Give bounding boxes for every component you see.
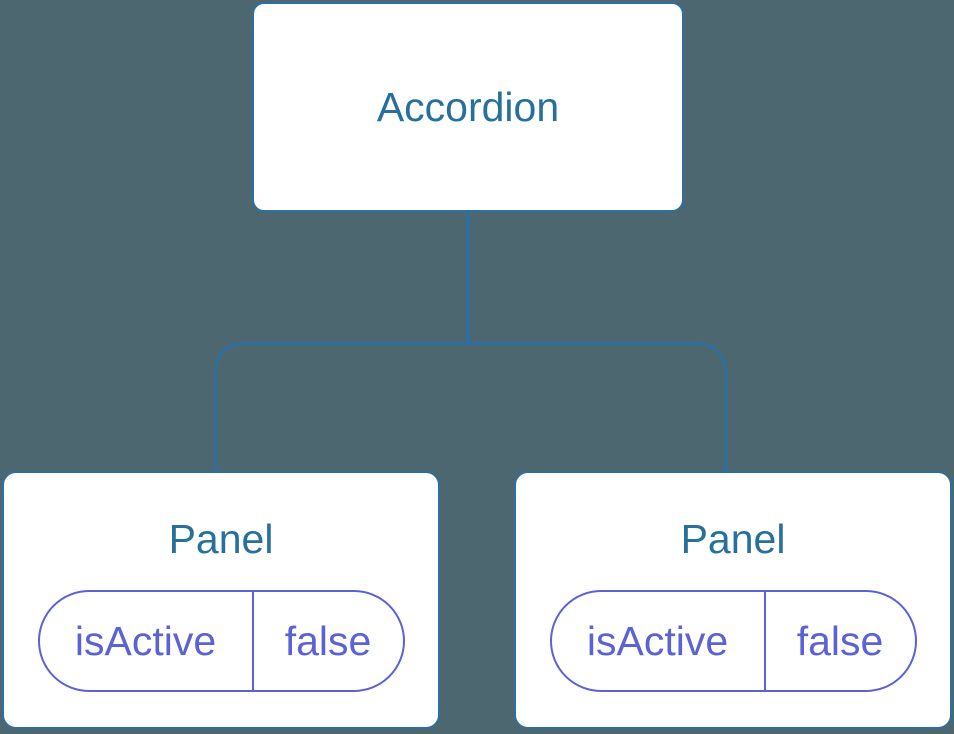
state-value-panel-2: false [796,617,884,664]
state-key-panel-1: isActive [40,592,254,690]
connector-bracket [214,342,727,472]
state-key-panel-2: isActive [552,592,766,690]
component-label-accordion: Accordion [376,83,560,130]
component-node-panel-2: Panel isActive false [514,471,952,729]
component-node-accordion: Accordion [252,2,684,212]
connector-stem [466,212,470,344]
component-node-panel-1: Panel isActive false [2,471,440,729]
state-value-panel-1: false [284,617,372,664]
state-pill-panel-1: isActive false [37,590,405,692]
component-label-panel-1: Panel [168,516,274,562]
state-pill-panel-2: isActive false [549,590,917,692]
component-label-panel-2: Panel [680,516,786,562]
